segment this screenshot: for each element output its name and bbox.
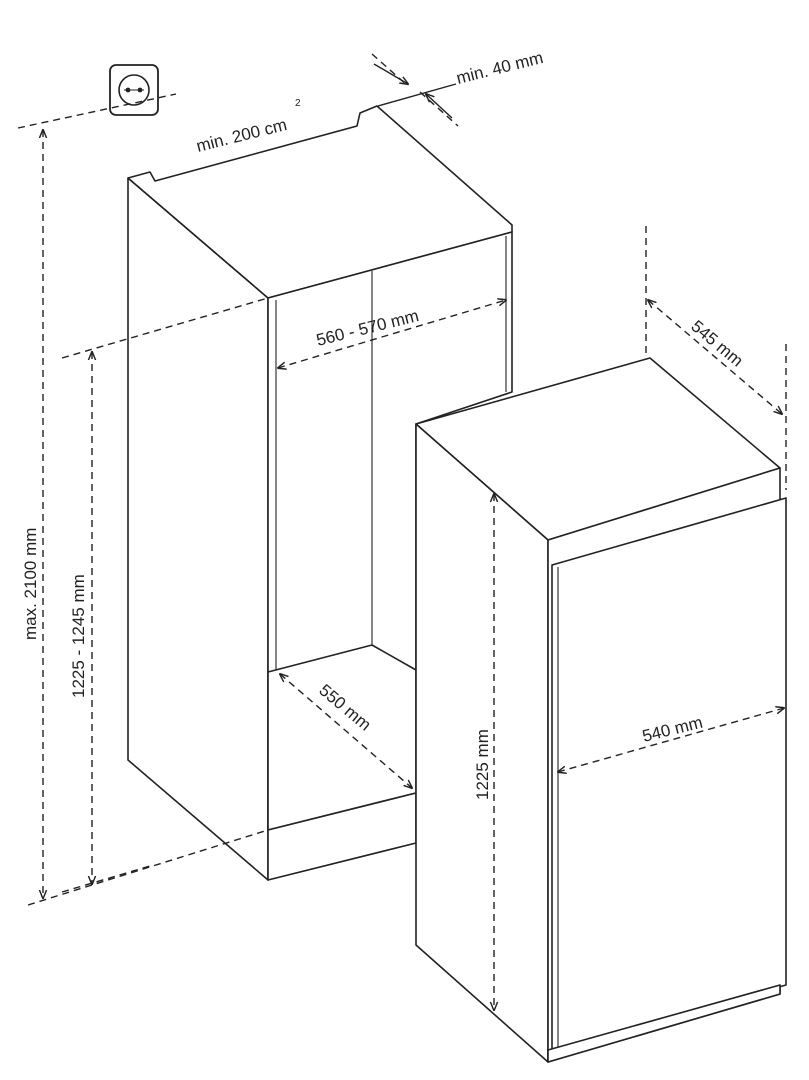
cabinet-left-side	[127, 177, 269, 881]
fridge-appliance	[415, 357, 787, 1063]
label-max-height: max. 2100 mm	[21, 528, 40, 640]
ventilation-extension	[127, 177, 269, 299]
dim-niche-height	[61, 297, 269, 893]
power-socket-icon	[109, 64, 159, 116]
dim-appliance-width	[558, 708, 784, 772]
dim-max-height	[17, 93, 269, 906]
label-appliance-height: 1225 mm	[473, 729, 492, 800]
label-rear-gap: min. 40 mm	[454, 48, 545, 88]
dim-appliance-depth	[645, 226, 787, 490]
dim-niche-width	[278, 300, 506, 368]
fridge-door	[551, 497, 787, 1051]
dim-niche-depth	[280, 674, 412, 788]
fridge-base	[547, 984, 781, 1063]
label-appliance-depth: 545 mm	[687, 317, 746, 371]
label-niche-height: 1225 - 1245 mm	[69, 574, 88, 698]
dim-rear-gap	[371, 53, 459, 127]
label-ventilation-area-sup: 2	[295, 98, 301, 109]
